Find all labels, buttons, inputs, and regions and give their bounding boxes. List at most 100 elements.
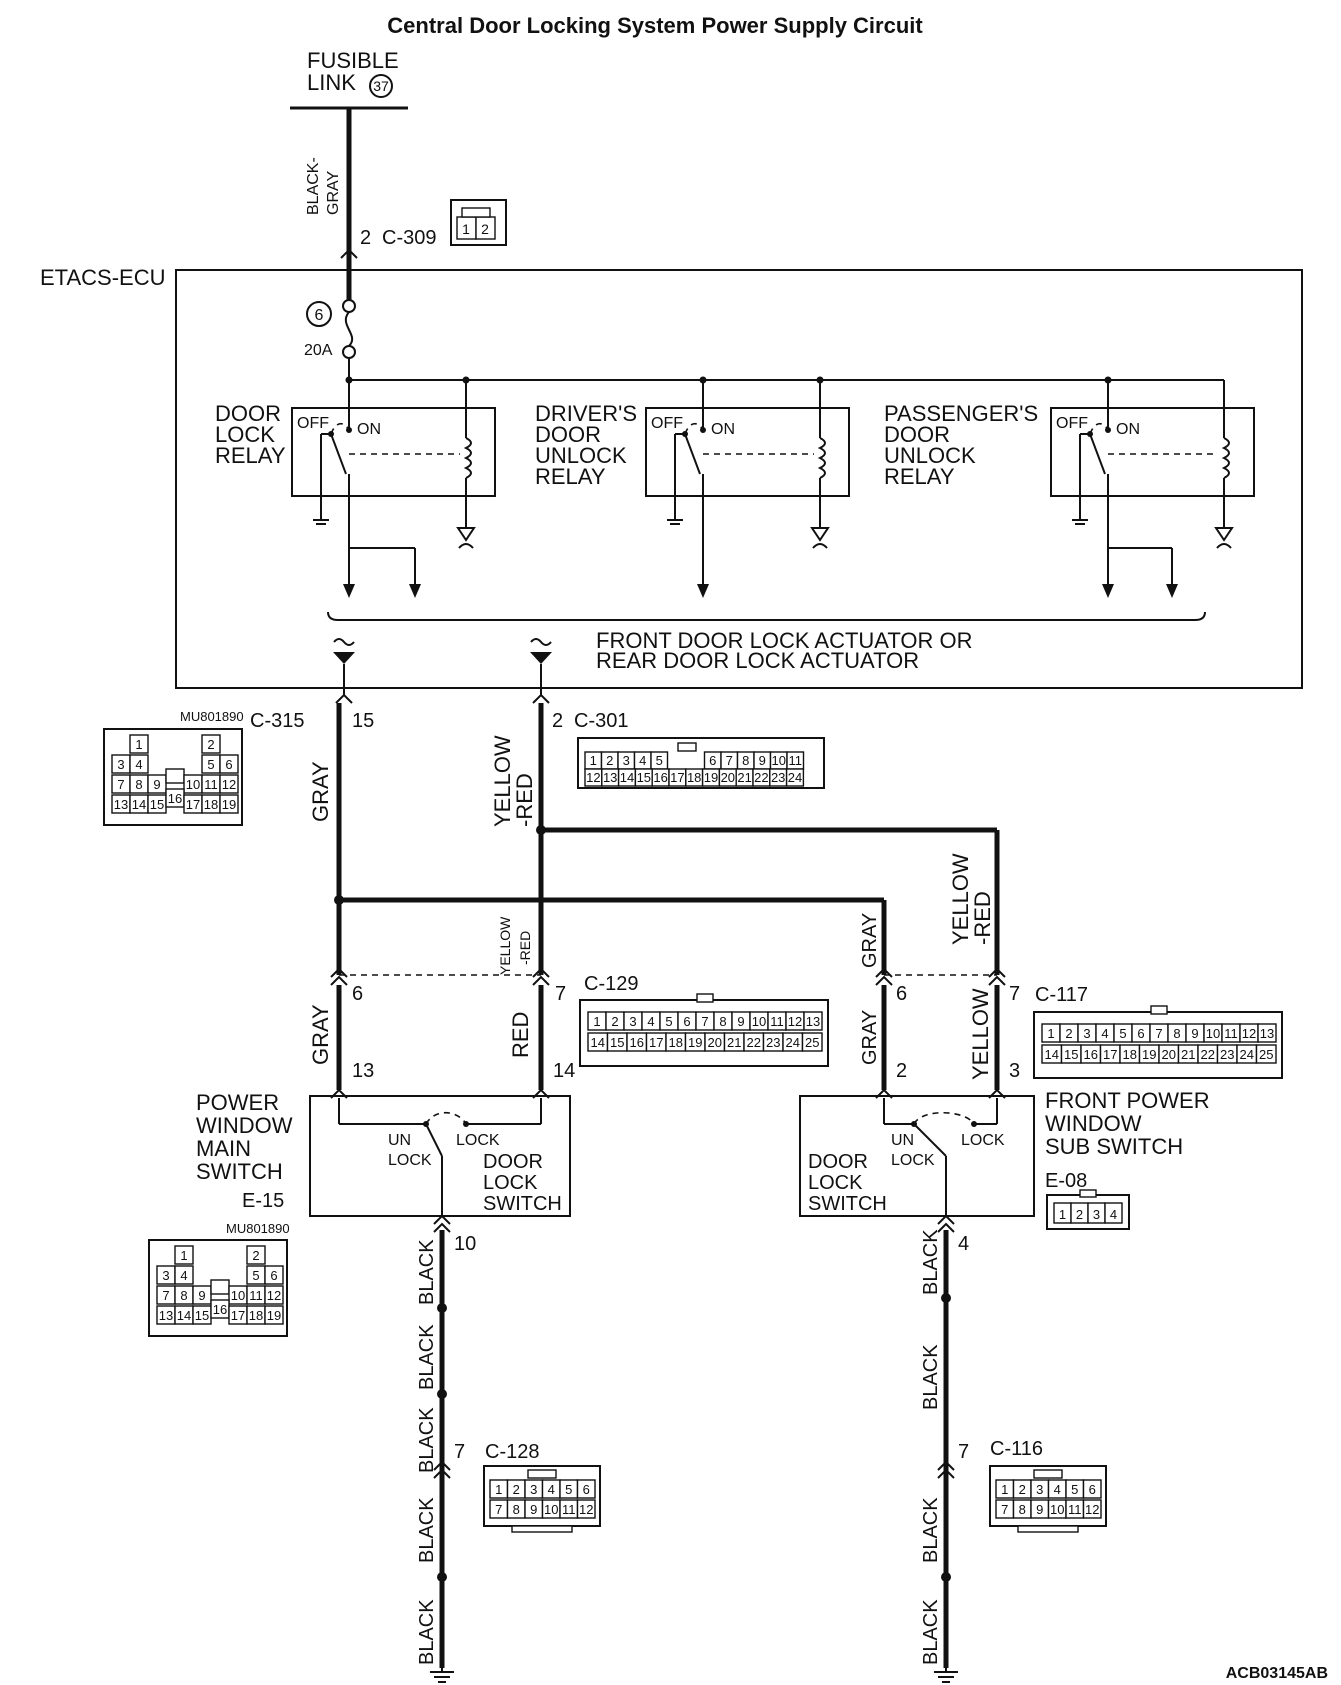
connector-pin-number: 19 (688, 1035, 702, 1050)
connector-pin-number: 5 (252, 1268, 259, 1283)
relay2-label-1: DRIVER'S (535, 401, 637, 426)
etacs-ecu-box (175, 269, 1303, 689)
connector-pin-number: 9 (530, 1502, 537, 1517)
connector-pin-number: 9 (198, 1288, 205, 1303)
wire-label-black-gray-2: GRAY (325, 171, 342, 215)
connector-pin-number: 4 (1110, 1207, 1117, 1222)
e08-pin-b: 3 (1009, 1060, 1020, 1082)
connector-pin-number: 13 (806, 1014, 820, 1029)
main-switch-un: UN (388, 1132, 411, 1149)
connector-cell (1257, 1023, 1277, 1043)
connector-pin-number: 15 (1064, 1047, 1078, 1062)
c117-pin-a: 6 (896, 983, 907, 1005)
wire-label-gray-right: GRAY (859, 913, 881, 968)
connector-pin-number: 10 (752, 1014, 766, 1029)
ecu-label: ETACS-ECU (40, 265, 166, 290)
connector-pin-number: 18 (1123, 1047, 1137, 1062)
power-window-main-switch: POWER WINDOW MAIN SWITCH UN LOCK LOCK DO… (196, 1088, 571, 1217)
c117-pin-mark (988, 967, 1006, 986)
connector-pin-number: 20 (721, 770, 735, 785)
relay2-box (645, 407, 850, 497)
connector-pin-number: 5 (1119, 1026, 1126, 1041)
splice-dot (941, 1572, 951, 1582)
relay2-label-3: UNLOCK (535, 443, 627, 468)
connector-pin-number: 16 (168, 791, 182, 806)
connector-pin-number: 1 (590, 753, 597, 768)
connector-pin-number: 2 (207, 737, 214, 752)
connector-pin-number: 2 (252, 1248, 259, 1263)
connector-pin-number: 16 (653, 770, 667, 785)
connector-pin-number: 14 (1045, 1047, 1059, 1062)
e15-id: E-15 (242, 1190, 284, 1212)
wire-label-black-l3: BLACK (416, 1407, 438, 1473)
connector-pin-number: 21 (737, 770, 751, 785)
c129-id: C-129 (584, 973, 638, 995)
connector-pin-number: 8 (1019, 1502, 1026, 1517)
connector-pin-number: 13 (603, 770, 617, 785)
main-switch-inner-2: LOCK (483, 1172, 538, 1194)
connector-pin-number: 11 (204, 777, 218, 792)
sub-switch-un-lock: LOCK (891, 1152, 935, 1169)
connector-cell (264, 1305, 284, 1325)
relay1-box (291, 407, 496, 497)
c129-pin-b: 7 (555, 983, 566, 1005)
connector-cell (129, 734, 149, 754)
connector-pin-number: 9 (1191, 1026, 1198, 1041)
fuse-terminal-top (342, 299, 356, 313)
connector-pin-number: 4 (548, 1482, 555, 1497)
connector-pin-number: 21 (1181, 1047, 1195, 1062)
connector-pin-number: 25 (805, 1035, 819, 1050)
splice-dot (941, 1293, 951, 1303)
front-power-window-sub-switch: FRONT POWER WINDOW SUB SWITCH UN LOCK LO… (799, 1088, 1210, 1217)
connector-cell (1082, 1479, 1102, 1499)
sub-switch-inner-1: DOOR (808, 1151, 868, 1173)
connector-cell (785, 768, 805, 787)
connector-pin-number: 2 (1076, 1207, 1083, 1222)
c301-pin-mark (532, 693, 550, 704)
connector-pin-number: 11 (1224, 1026, 1238, 1041)
connector-c309-mark (340, 248, 358, 259)
connector-pin-number: 22 (754, 770, 768, 785)
c315-pin-mark (335, 693, 353, 704)
relay3-on: ON (1116, 421, 1140, 438)
connector-pin-number: 10 (772, 753, 786, 768)
connector-pin-number: 15 (150, 797, 164, 812)
connector-pin-number: 20 (1162, 1047, 1176, 1062)
connector-pin-number: 20 (708, 1035, 722, 1050)
relay3-off: OFF (1056, 415, 1088, 432)
wire-label-yellow-red-1: YELLOW (490, 735, 515, 827)
actuator-label-2: REAR DOOR LOCK ACTUATOR (596, 648, 919, 673)
c301-id: C-301 (574, 710, 628, 732)
connector-pin-number: 3 (530, 1482, 537, 1497)
connector-pin-number: 1 (1001, 1482, 1008, 1497)
connector-pin-number: 8 (135, 777, 142, 792)
connector-pin-number: 8 (513, 1502, 520, 1517)
connector-pin-number: 16 (213, 1302, 227, 1317)
svg-text:2: 2 (481, 221, 489, 237)
c128-pin-mark (433, 1460, 451, 1479)
connector-pin-number: 8 (1173, 1026, 1180, 1041)
sub-switch-lock: LOCK (961, 1132, 1005, 1149)
wire-break-mark (333, 638, 355, 646)
connector-pin-number: 22 (1201, 1047, 1215, 1062)
connector-pin-number: 23 (1220, 1047, 1234, 1062)
connector-cell (129, 754, 149, 774)
connector-pin-number: 15 (610, 1035, 624, 1050)
connector-pin-number: 4 (1101, 1026, 1108, 1041)
wire-label-yellow: YELLOW (968, 988, 993, 1080)
connector-cell (246, 1245, 266, 1265)
connector-pin-number: 11 (562, 1502, 576, 1517)
connector-pin-number: 5 (656, 753, 663, 768)
main-switch-lock: LOCK (456, 1132, 500, 1149)
relay1-output-arrow (343, 584, 355, 598)
connector-pin-number: 7 (162, 1288, 169, 1303)
connector-pin-number: 8 (719, 1014, 726, 1029)
connector-pin-number: 17 (231, 1308, 245, 1323)
fusible-link-label: FUSIBLE (307, 48, 399, 73)
